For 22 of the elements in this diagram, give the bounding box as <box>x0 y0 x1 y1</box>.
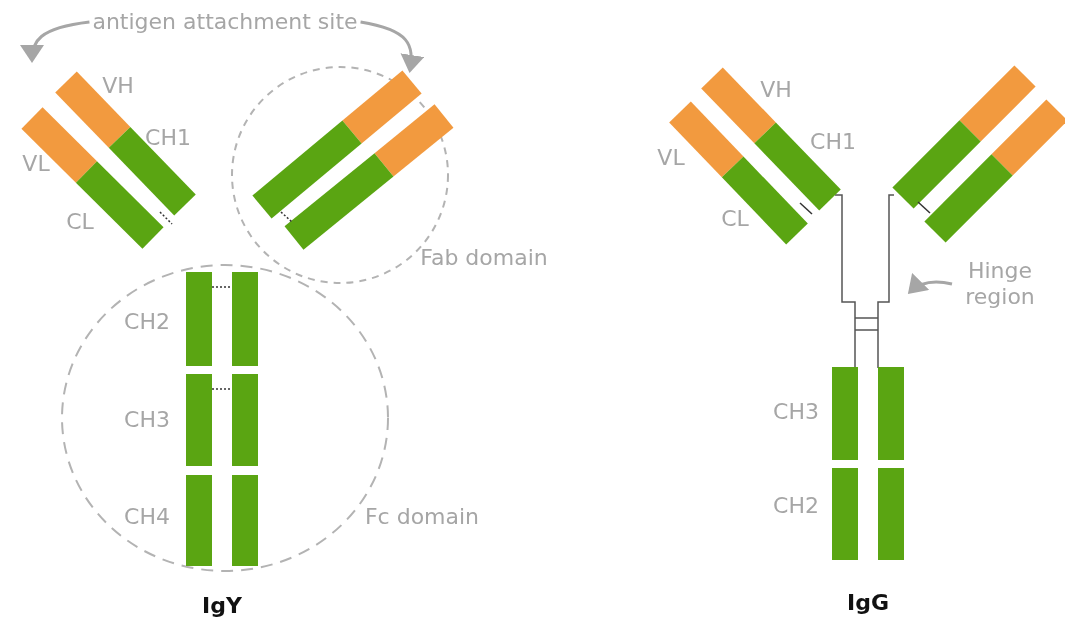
title-label: IgG <box>847 589 889 617</box>
part-label: CL <box>721 205 749 233</box>
annotation-label: Hinge region <box>955 257 1045 311</box>
part-label: CH2 <box>124 308 170 336</box>
part-label: CL <box>66 208 94 236</box>
part-label: CH2 <box>773 492 819 520</box>
part-label: CH1 <box>145 124 191 152</box>
part-label: VH <box>760 76 792 104</box>
annotation-label: antigen attachment site <box>92 8 358 36</box>
curved-arrow <box>20 20 90 63</box>
part-label: CH1 <box>810 128 856 156</box>
part-label: VH <box>102 72 134 100</box>
part-label: CH3 <box>124 406 170 434</box>
part-label: Fc domain <box>364 503 480 531</box>
curved-arrow <box>360 20 424 73</box>
part-label: CH4 <box>124 503 170 531</box>
part-label: VL <box>22 150 50 178</box>
curved-arrow <box>907 273 953 294</box>
part-label: VL <box>657 144 685 172</box>
part-label: Fab domain <box>420 244 548 272</box>
part-label: CH3 <box>773 398 819 426</box>
title-label: IgY <box>202 592 242 620</box>
